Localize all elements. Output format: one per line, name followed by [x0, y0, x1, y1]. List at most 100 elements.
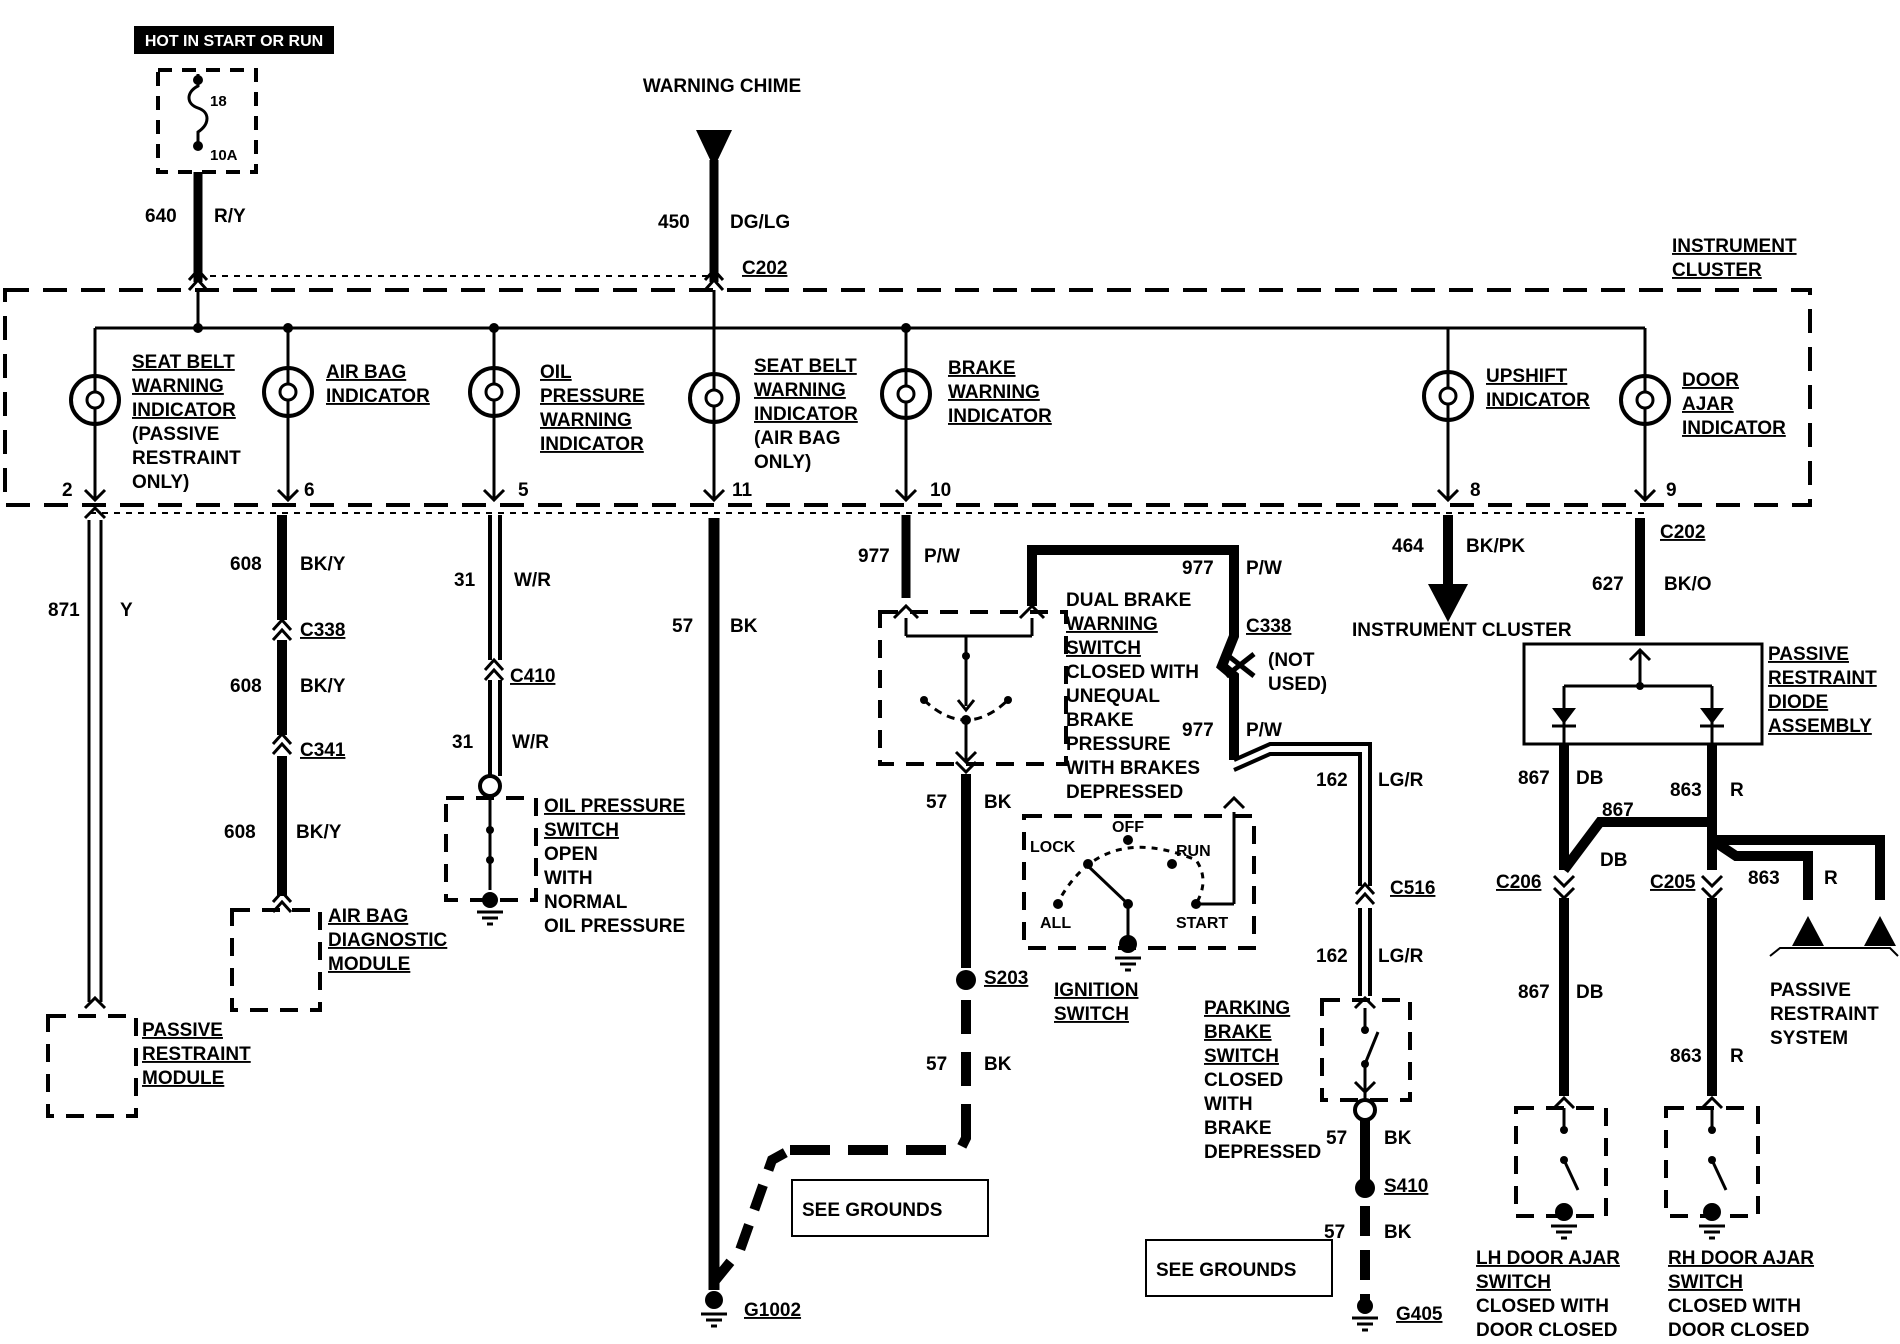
splice-s203-point	[956, 970, 976, 990]
brake-switch-label: DUAL BRAKE	[1066, 590, 1191, 611]
splice-s410-point	[1355, 1178, 1375, 1198]
passive-system-arrow-icon	[1864, 916, 1896, 946]
brake-switch-desc: UNEQUAL	[1066, 686, 1160, 707]
svg-text:WARNING: WARNING	[540, 410, 632, 431]
wire-162-num: 162	[1316, 770, 1348, 791]
indicator-air-bag: AIR BAG INDICATOR 6	[262, 328, 430, 503]
see-grounds-box-2	[1145, 1239, 1333, 1297]
rh-door-label: RH DOOR AJAR	[1668, 1248, 1814, 1269]
connector-icon	[271, 618, 293, 642]
brake-switch-desc: CLOSED WITH	[1066, 662, 1199, 683]
wire-450-num: 450	[658, 212, 690, 233]
wire-863-color: R	[1730, 780, 1744, 801]
connector-icon	[1552, 874, 1576, 901]
wire-57-num: 57	[926, 792, 947, 813]
ground-icon	[1549, 1224, 1579, 1240]
wire-57-num: 57	[1326, 1128, 1347, 1149]
airbag-module-box	[230, 908, 322, 1012]
cluster-title-1: INSTRUMENT	[1672, 236, 1797, 257]
connector-c202-b: C202	[1660, 522, 1705, 543]
pin-8: 8	[1470, 480, 1481, 501]
diode-label: DIODE	[1768, 692, 1828, 713]
svg-text:(AIR BAG: (AIR BAG	[754, 428, 841, 449]
ground-g405-point	[1357, 1298, 1373, 1314]
ignition-off: OFF	[1112, 819, 1144, 836]
ignition-switch-label: SWITCH	[1054, 1004, 1129, 1025]
wire-871-num: 871	[48, 600, 80, 621]
wire-57-color: BK	[1384, 1222, 1412, 1243]
passive-system-label: SYSTEM	[1770, 1028, 1848, 1049]
wire-464-color: BK/PK	[1466, 536, 1525, 557]
wire-627-num: 627	[1592, 574, 1624, 595]
connector-c338-b: C338	[1246, 616, 1291, 637]
wire-450-color: DG/LG	[730, 212, 790, 233]
wire-608-num: 608	[230, 676, 262, 697]
splice-s203: S203	[984, 968, 1028, 989]
ignition-start: START	[1176, 915, 1228, 932]
svg-text:RESTRAINT: RESTRAINT	[132, 448, 241, 469]
oil-switch-label: SWITCH	[544, 820, 619, 841]
pin-9: 9	[1666, 480, 1677, 501]
wire-162-color: LG/R	[1378, 770, 1424, 791]
wire-31-color: W/R	[512, 732, 549, 753]
hot-label: HOT IN START OR RUN	[145, 33, 323, 50]
ignition-switch-label: IGNITION	[1054, 980, 1138, 1001]
parking-brake-label: BRAKE	[1204, 1022, 1272, 1043]
oil-switch-terminal	[478, 774, 502, 798]
splice-s410: S410	[1384, 1176, 1428, 1197]
airbag-module-label: DIAGNOSTIC	[328, 930, 448, 951]
connector-icon	[1354, 882, 1376, 906]
svg-text:AJAR: AJAR	[1682, 394, 1734, 415]
wire-863-branch	[1709, 835, 1813, 900]
svg-text:OIL: OIL	[540, 362, 572, 383]
connector-icon	[271, 732, 293, 756]
ground-icon	[1350, 1316, 1380, 1332]
pin-2: 2	[62, 480, 73, 501]
wire-867-crossover	[1560, 817, 1712, 873]
wire-162-color: LG/R	[1378, 946, 1424, 967]
wire-863-num: 863	[1748, 868, 1780, 889]
airbag-module-label: MODULE	[328, 954, 410, 975]
oil-switch-label: OIL PRESSURE	[544, 796, 685, 817]
diode-right-icon	[1700, 708, 1724, 724]
brake-switch-desc: DEPRESSED	[1066, 782, 1183, 803]
wire-977-color: P/W	[1246, 720, 1282, 741]
ground-g1002: G1002	[744, 1300, 801, 1321]
wire-31-num: 31	[452, 732, 474, 753]
wire-871-color: Y	[120, 600, 133, 621]
brake-switch-label: SWITCH	[1066, 638, 1141, 659]
svg-text:INDICATOR: INDICATOR	[754, 404, 858, 425]
wire-977-b	[1027, 545, 1239, 760]
bus-junction	[193, 323, 203, 333]
wire-863-color: R	[1730, 1046, 1744, 1067]
parking-brake-label: PARKING	[1204, 998, 1290, 1019]
diode-assembly-box	[1522, 642, 1764, 746]
not-used-note: USED)	[1268, 674, 1327, 695]
svg-text:SEAT BELT: SEAT BELT	[132, 352, 235, 373]
parking-brake-contact	[1363, 1031, 1380, 1065]
svg-text:WARNING: WARNING	[132, 376, 224, 397]
parking-brake-desc: DEPRESSED	[1204, 1142, 1321, 1163]
pin-11: 11	[732, 480, 753, 501]
wire-31-color: W/R	[514, 570, 551, 591]
airbag-module-label: AIR BAG	[328, 906, 408, 927]
indicator-upshift: UPSHIFT INDICATOR 8	[1422, 328, 1590, 503]
ignition-switch-blade	[1086, 864, 1130, 906]
ignition-lock: LOCK	[1030, 839, 1076, 856]
ground-g1002-point	[705, 1291, 723, 1309]
svg-text:PRESSURE: PRESSURE	[540, 386, 645, 407]
indicator-seat-belt-passive: SEAT BELT WARNING INDICATOR (PASSIVE RES…	[62, 328, 241, 503]
connector-c410: C410	[510, 666, 555, 687]
wire-608-color: BK/Y	[296, 822, 342, 843]
oil-switch-desc: NORMAL	[544, 892, 628, 913]
connector-c338: C338	[300, 620, 345, 641]
svg-text:INDICATOR: INDICATOR	[132, 400, 236, 421]
wire-640-color: R/Y	[214, 206, 246, 227]
rh-door-desc: DOOR CLOSED	[1668, 1320, 1809, 1341]
pin-5: 5	[518, 480, 529, 501]
parking-brake-desc: CLOSED	[1204, 1070, 1283, 1091]
fuse-rating: 10A	[210, 147, 238, 164]
wire-977-num: 977	[1182, 558, 1214, 579]
lh-door-contact	[1562, 1159, 1580, 1191]
wire-57-color: BK	[1384, 1128, 1412, 1149]
